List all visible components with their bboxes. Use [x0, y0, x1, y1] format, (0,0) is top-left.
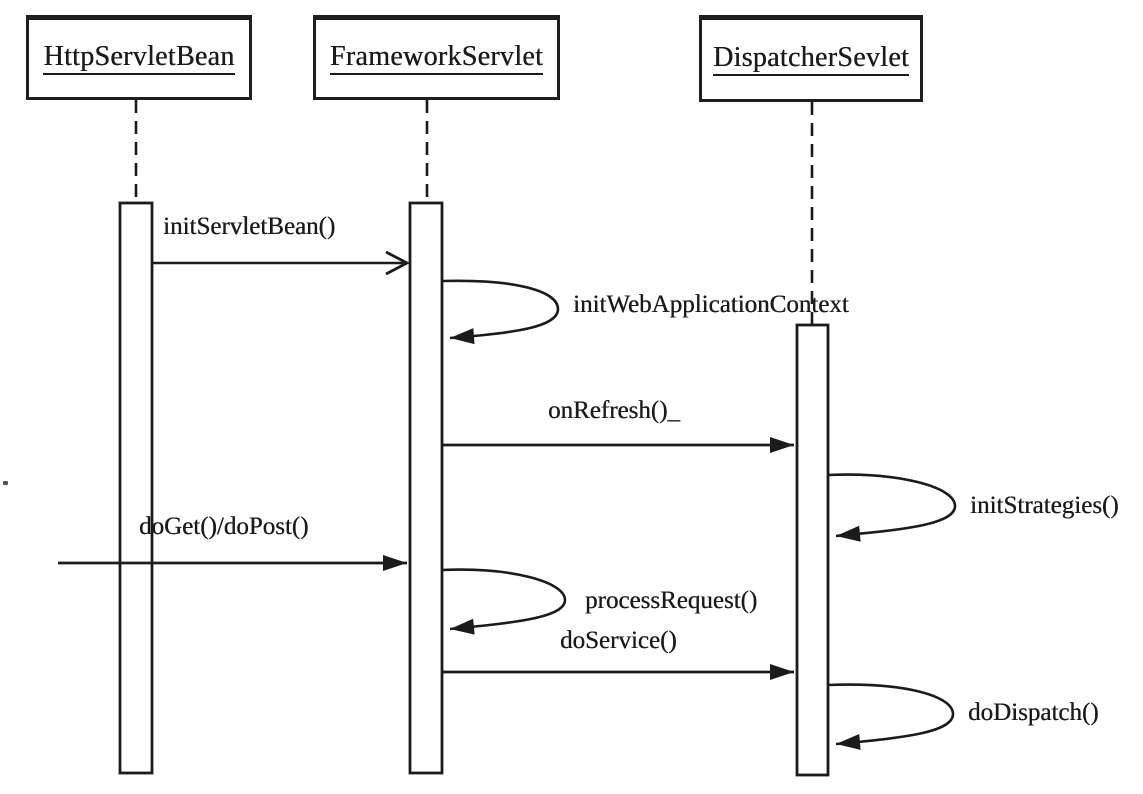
self-call-initstrategies [827, 473, 957, 542]
message-label-doservice: doService() [560, 627, 677, 654]
self-call-processrequest [441, 568, 567, 635]
lifeline-head-dispatchersevlet: DispatcherSevlet [699, 15, 923, 102]
self-call-initwebapplicationcontext [441, 279, 560, 345]
message-label-initservletbean: initServletBean() [163, 213, 336, 240]
lifeline-head-label: FrameworkServlet [329, 41, 544, 76]
message-label-initwebapplicationcontext: initWebApplicationContext [573, 291, 849, 318]
lifeline-head-frameworkservlet: FrameworkServlet [313, 15, 560, 100]
activation-bar-frameworkservlet [408, 201, 444, 775]
lifeline-head-httpservletbean: HttpServletBean [26, 15, 252, 100]
lifeline-head-label: HttpServletBean [43, 41, 235, 76]
lifeline-head-label: DispatcherSevlet [712, 42, 910, 77]
activation-bar-httpservletbean [118, 201, 154, 775]
message-label-processrequest: processRequest() [585, 587, 758, 614]
self-call-dodispatch [827, 683, 955, 750]
scan-speck [3, 481, 8, 485]
message-label-dodispatch: doDispatch() [968, 699, 1099, 726]
message-label-initstrategies: initStrategies() [970, 492, 1119, 519]
message-label-doget-dopost: doGet()/doPost() [139, 513, 309, 540]
message-label-onrefresh: onRefresh()_ [548, 397, 680, 424]
activation-bar-dispatchersevlet [795, 323, 830, 777]
